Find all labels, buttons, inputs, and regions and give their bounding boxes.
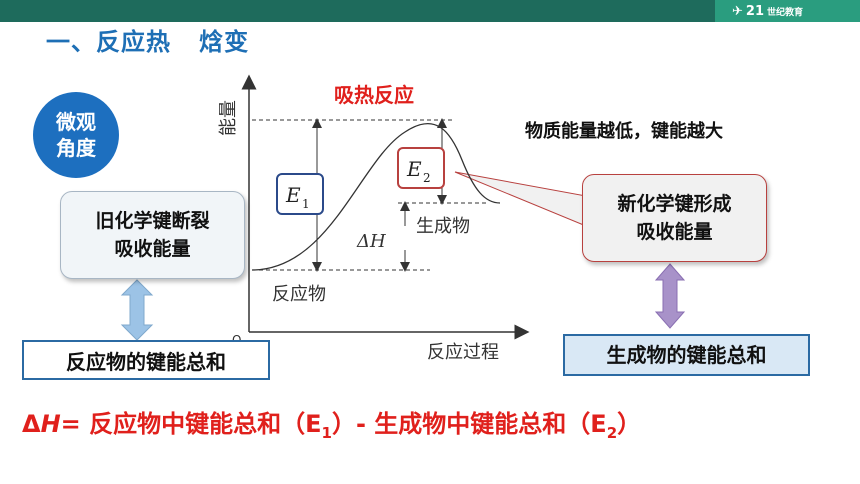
badge-line-1: 微观 xyxy=(56,110,96,134)
top-bar: ✈ 21 世纪教育 xyxy=(0,0,860,22)
reactant-label: 反应物 xyxy=(272,284,326,305)
formula-sub-1: 1 xyxy=(321,423,332,442)
formula-h: H xyxy=(40,410,61,438)
right-double-arrow xyxy=(654,263,686,329)
e2-subscript: 2 xyxy=(423,171,431,185)
micro-view-badge: 微观 角度 xyxy=(33,92,119,178)
e1-subscript: 1 xyxy=(302,197,310,211)
bond-forming-line-1: 新化学键形成 xyxy=(617,193,732,215)
top-bar-light xyxy=(715,0,860,22)
bond-breaking-line-1: 旧化学键断裂 xyxy=(95,210,210,232)
logo-text: 世纪教育 xyxy=(767,7,804,18)
reactant-bond-energy-box: 反应物的键能总和 xyxy=(22,340,270,380)
bond-forming-line-2: 吸收能量 xyxy=(636,221,713,243)
delta-h-formula: ΔH= 反应物中键能总和（E1）- 生成物中键能总和（E2） xyxy=(22,404,641,442)
bond-forming-bubble: 新化学键形成 吸收能量 xyxy=(582,174,767,262)
energy-curve xyxy=(251,122,501,271)
formula-part-1: = 反应物中键能总和（E xyxy=(60,410,322,438)
energy-note: 物质能量越低，键能越大 xyxy=(525,121,723,142)
logo-mark: 21 xyxy=(745,3,764,19)
slide-title: 一、反应热 焓变 xyxy=(46,28,250,56)
e1-label: E xyxy=(285,183,301,207)
e2-box xyxy=(397,147,445,189)
top-bar-dark xyxy=(0,0,715,22)
right-bubble-tail xyxy=(454,171,587,227)
y-axis-label: 能量 xyxy=(218,100,239,136)
formula-sub-2: 2 xyxy=(606,423,618,442)
formula-part-2: ）- 生成物中键能总和（E xyxy=(331,410,607,438)
left-double-arrow xyxy=(120,279,154,341)
formula-delta: Δ xyxy=(22,410,41,438)
diagram-title: 吸热反应 xyxy=(334,83,414,107)
e1-box xyxy=(276,173,324,215)
product-bond-energy-box: 生成物的键能总和 xyxy=(563,334,810,376)
logo-runner-icon: ✈ xyxy=(732,3,743,19)
formula-part-3: ） xyxy=(617,410,642,438)
delta-h-label: ΔH xyxy=(356,231,386,252)
product-label: 生成物 xyxy=(416,216,470,237)
e2-label: E xyxy=(406,157,422,181)
x-axis-label: 反应过程 xyxy=(427,342,499,363)
bond-breaking-line-2: 吸收能量 xyxy=(114,238,191,260)
bond-breaking-bubble: 旧化学键断裂 吸收能量 xyxy=(60,191,245,279)
badge-line-2: 角度 xyxy=(56,136,96,160)
brand-logo: ✈ 21 世纪教育 xyxy=(732,2,803,20)
